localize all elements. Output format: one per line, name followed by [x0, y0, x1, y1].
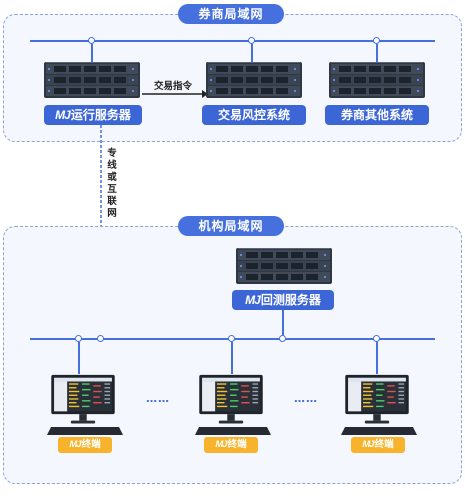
bus-node [75, 335, 82, 342]
bus-node [97, 335, 104, 342]
mj-logo: MJ [245, 293, 261, 307]
bus-node [248, 37, 255, 44]
rack-server-icon [206, 62, 302, 98]
bus-node [279, 335, 286, 342]
keyboard-icon [47, 427, 123, 435]
bus-drop [78, 342, 80, 374]
keyboard-icon [195, 427, 271, 435]
bus-node [373, 37, 380, 44]
bus-drop [376, 44, 378, 62]
terminal-label: MJ终端 [58, 437, 112, 453]
desktop-monitor-icon [196, 374, 266, 430]
bus-node [373, 335, 380, 342]
trade-risk-label: 交易风控系统 [202, 105, 306, 125]
bus-drop [376, 342, 378, 374]
arrow-right-icon [142, 90, 208, 98]
bus-drop [91, 44, 93, 62]
broker-lan-title: 券商局域网 [178, 4, 284, 24]
dedicated-line-text: 专线或互联网 [107, 148, 117, 219]
rack-server-icon [329, 62, 425, 98]
bus-drop [231, 342, 233, 374]
rack-server-icon [44, 62, 140, 98]
mj-logo: MJ [55, 108, 71, 122]
run-server-label: MJ运行服务器 [44, 105, 142, 125]
keyboard-icon [341, 427, 417, 435]
broker-other-label: 券商其他系统 [325, 105, 429, 125]
broker-lan-bus [30, 40, 435, 42]
desktop-monitor-icon [48, 374, 118, 430]
bus-node [88, 37, 95, 44]
bus-drop [251, 44, 253, 62]
desktop-monitor-icon [342, 374, 412, 430]
bus-drop [282, 310, 284, 338]
institution-lan-title: 机构局域网 [178, 216, 284, 236]
terminal-label: MJ终端 [351, 437, 405, 453]
backtest-server-label: MJ回测服务器 [232, 290, 334, 310]
bus-node [228, 335, 235, 342]
trade-order-text: 交易指令 [154, 81, 193, 92]
rack-server-icon [236, 248, 332, 284]
terminal-label: MJ终端 [204, 437, 258, 453]
more-terminals-dots: …… [146, 392, 170, 405]
more-terminals-dots: …… [294, 392, 318, 405]
